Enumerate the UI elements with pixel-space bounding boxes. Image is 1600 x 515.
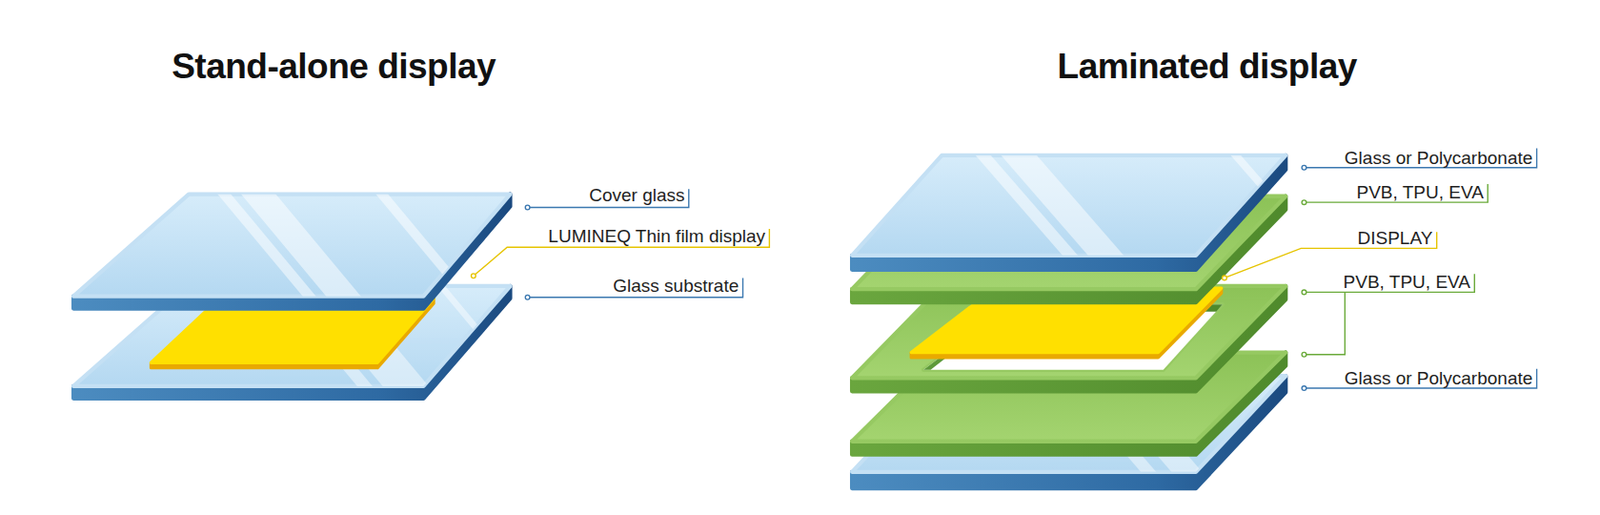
panel-title: Laminated display [1057,48,1357,84]
layer-label: LUMINEQ Thin film display [547,226,766,245]
top-glass-plate [851,147,1337,269]
layer-label: DISPLAY [1357,228,1434,247]
cover-glass-plate [73,183,510,309]
layer-label: PVB, TPU, EVA [1356,182,1484,202]
layer-label: PVB, TPU, EVA [1343,272,1471,291]
layer-label: Cover glass [588,185,685,204]
panel-title: Stand-alone display [171,48,496,84]
leader-lines [470,147,1537,390]
layer-label: Glass substrate [612,276,739,295]
layer-label: Glass or Polycarbonate [1344,368,1534,387]
layer-label: Glass or Polycarbonate [1344,148,1534,167]
